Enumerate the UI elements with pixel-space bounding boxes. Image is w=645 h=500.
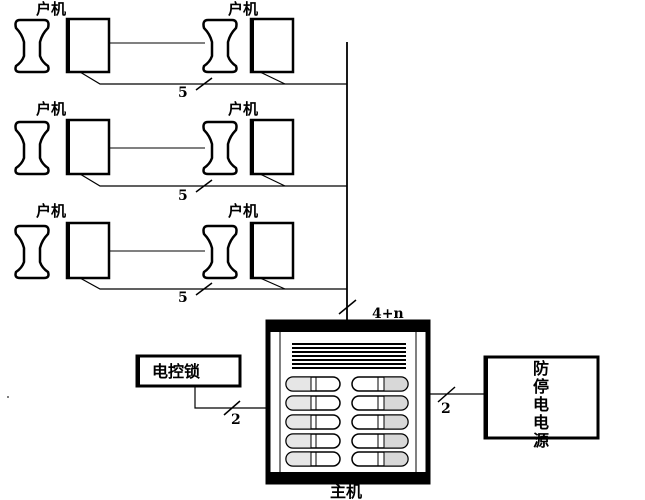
keypad-key: [351, 433, 409, 449]
indoor-unit-body: [65, 17, 111, 74]
indoor-unit-label: 户机: [228, 100, 258, 118]
handset-icon: [14, 120, 50, 176]
speaker-grille: [292, 342, 406, 369]
indoor-unit-label: 户机: [228, 202, 258, 220]
keypad-key: [351, 376, 409, 392]
power-wire-count-label: 2: [441, 401, 451, 417]
handset-icon: [14, 18, 50, 74]
keypad-key: [285, 433, 341, 449]
host-label: 主机: [330, 482, 362, 500]
power-label-char: 防: [533, 359, 549, 378]
indoor-row-3: 户机 户机 5: [14, 202, 347, 306]
electric-lock: 电控锁 2: [135, 354, 268, 428]
power-label-char: 电: [533, 395, 549, 414]
lock-label: 电控锁: [152, 362, 200, 381]
indoor-unit-label: 户机: [36, 202, 66, 220]
keypad-key: [285, 395, 341, 411]
keypad-key: [351, 395, 409, 411]
power-label-char: 源: [533, 431, 549, 450]
power-label-char: 电: [533, 413, 549, 432]
keypad-key: [351, 414, 409, 430]
power-label-char: 停: [533, 377, 549, 396]
keypad-key: [285, 451, 341, 467]
scan-speck: [7, 396, 9, 398]
keypad-key: [285, 376, 341, 392]
indoor-unit-body: [249, 17, 295, 74]
indoor-unit-body: [65, 221, 111, 280]
indoor-unit-label: 户机: [228, 0, 258, 18]
indoor-unit-body: [65, 118, 111, 176]
indoor-row-2: 户机 户机 5: [14, 100, 347, 204]
handset-icon: [14, 224, 50, 280]
backup-power-supply: 防 停 电 电 源 2: [428, 355, 600, 450]
handset-icon: [202, 120, 238, 176]
trunk-wire-count-label: 4+n: [372, 306, 404, 322]
indoor-unit-label: 户机: [36, 100, 66, 118]
lock-wire-count-label: 2: [231, 412, 241, 428]
indoor-unit-body: [249, 221, 295, 280]
host-unit: 主机: [265, 319, 431, 500]
handset-icon: [202, 224, 238, 280]
indoor-unit-body: [249, 118, 295, 176]
trunk-line: 4+n: [338, 42, 404, 322]
keypad: [285, 376, 409, 467]
keypad-key: [351, 451, 409, 467]
wire-count-label: 5: [178, 85, 188, 101]
handset-icon: [202, 18, 238, 74]
indoor-unit-label: 户机: [36, 0, 66, 18]
keypad-key: [285, 414, 341, 430]
indoor-row-1: 户机 户机 5: [14, 0, 347, 101]
wire-count-label: 5: [178, 290, 188, 306]
wire-count-label: 5: [178, 188, 188, 204]
